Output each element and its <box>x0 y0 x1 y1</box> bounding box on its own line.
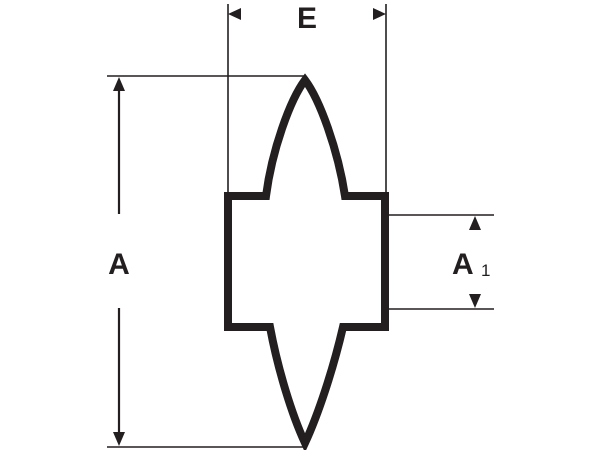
arrow-a1-up-icon <box>469 216 481 230</box>
arrow-a1-down-icon <box>469 294 481 308</box>
label-a1-subscript: 1 <box>481 261 490 280</box>
label-e: E <box>297 2 317 35</box>
dimension-e: E <box>227 2 387 196</box>
dimension-a1: A 1 <box>388 214 494 310</box>
arrow-right-icon <box>373 8 386 20</box>
arrow-left-icon <box>228 8 241 20</box>
profile-outline <box>224 73 389 450</box>
arrow-up-icon <box>113 77 125 91</box>
label-a1: A <box>452 248 474 281</box>
dimension-a: A <box>107 75 305 448</box>
arrow-down-icon <box>113 432 125 446</box>
label-a: A <box>108 248 130 281</box>
